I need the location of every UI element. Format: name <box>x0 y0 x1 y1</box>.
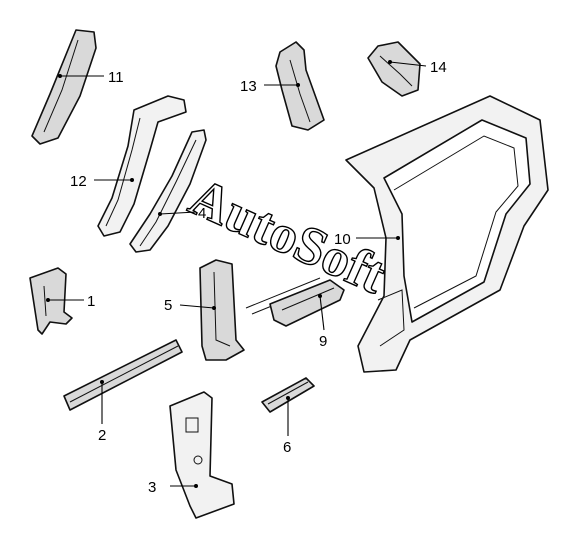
callout-3: 3 <box>148 479 156 496</box>
part-4-pillar-inner-panel <box>129 129 207 253</box>
part-1-lower-trim <box>29 267 73 335</box>
part-9-rail <box>269 279 345 327</box>
callout-11: 11 <box>108 69 124 86</box>
callout-labels: 11 12 4 1 2 3 5 6 9 10 14 13 13 14 <box>70 59 447 496</box>
part-2-rocker-sill <box>63 339 183 411</box>
callout-2: 2 <box>98 427 106 444</box>
part-14-bracket <box>367 41 421 97</box>
part-10-body-side-frame <box>345 95 549 373</box>
callout-6: 6 <box>283 439 291 456</box>
part-13-b-pillar-upper-trim <box>275 41 325 131</box>
callout-5: 5 <box>164 297 172 314</box>
callout-9: 9 <box>319 333 327 350</box>
callout-dots <box>46 60 400 488</box>
callout-4: 4 <box>198 205 206 222</box>
callout-14: 14 <box>430 59 447 76</box>
callout-13-text: 13 <box>240 78 257 95</box>
part-11-a-pillar-trim <box>31 29 97 145</box>
callout-12: 12 <box>70 173 87 190</box>
part-6-plate <box>261 377 315 413</box>
part-12-front-pillar-panel <box>97 95 187 237</box>
part-3-lower-pillar-trim <box>169 391 235 519</box>
part-5-b-pillar-lower-trim <box>199 259 245 361</box>
callout-1: 1 <box>87 293 95 310</box>
callout-10: 10 <box>334 231 351 248</box>
callout-leaders <box>48 61 427 487</box>
